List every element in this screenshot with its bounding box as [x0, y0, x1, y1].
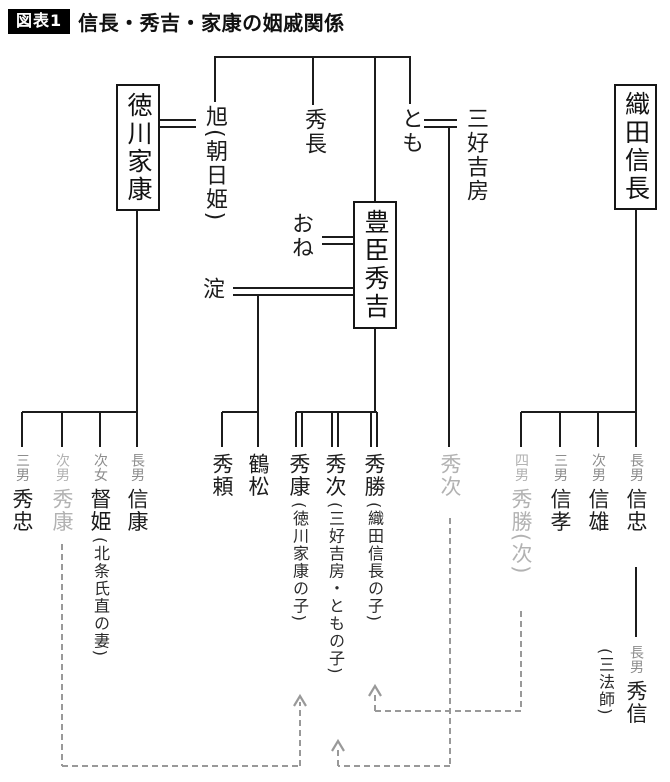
- adoption-path-hidekatsu: [373, 611, 523, 713]
- marriage-yodo-hideyoshi: [233, 286, 354, 297]
- label-asahi: 旭(朝日姫): [202, 105, 227, 223]
- box-tokugawa-ieyasu: 徳川家康: [116, 84, 160, 211]
- box-oda-nobunaga: 織田信長: [614, 84, 657, 210]
- person-name: 秀勝: [362, 453, 386, 498]
- person-note: (徳川家康の子): [290, 502, 309, 623]
- person-name: 督姫: [88, 488, 112, 533]
- person-note: (北条氏直の妻): [91, 537, 110, 658]
- person-name: 秀次: [323, 453, 347, 498]
- arrow-up-hideyasu: [293, 693, 307, 707]
- child-nobutada: 長男信忠: [623, 453, 649, 533]
- birth-order-label: 次男: [54, 453, 70, 482]
- person-name: 信孝: [548, 488, 572, 533]
- person-name: 秀勝(次): [509, 488, 533, 575]
- child-hideyasu-adopted: 秀康 (徳川家康の子): [286, 453, 312, 622]
- person-name: 秀康: [287, 453, 311, 498]
- child-hideyasu-birth: 次男秀康: [49, 453, 75, 533]
- person-note: (織田信長の子): [365, 502, 384, 623]
- birth-order-label: 四男: [513, 453, 529, 482]
- person-name: 織田信長: [621, 91, 651, 203]
- adoption-dashed-paths: [60, 518, 523, 768]
- solid-family-lines: [20, 55, 638, 637]
- person-name: 信康: [125, 488, 149, 533]
- child-nobuyasu: 長男信康: [124, 453, 150, 533]
- comb-tokugawa-children: [20, 410, 137, 447]
- marriage-tomo-miyoshi: [424, 118, 457, 129]
- marriage-one-hideyoshi: [322, 235, 354, 246]
- child-hidetsugu-birth: 秀次: [437, 453, 463, 498]
- label-yodo: 淀: [199, 277, 224, 301]
- child-tokuhime: 次女督姫 (北条氏直の妻): [87, 453, 113, 657]
- grandchild-hidenobu: 長男秀信: [623, 645, 649, 725]
- child-nobukatsu: 次男信雄: [585, 453, 611, 533]
- adoption-path-hidetsugu: [336, 518, 452, 768]
- person-name: 秀信: [624, 680, 648, 725]
- person-name: 秀忠: [10, 488, 34, 533]
- figure-label-badge: 図表1: [8, 9, 71, 34]
- label-hidenaga: 秀長: [301, 108, 326, 156]
- birth-order-label: 三男: [552, 453, 568, 482]
- comb-yodo-children: [220, 410, 258, 447]
- person-name: 秀次: [438, 453, 462, 498]
- person-name: 秀頼: [210, 453, 234, 498]
- child-hidetsugu-adopted: 秀次 (三好吉房・ともの子): [322, 453, 348, 675]
- marriage-ieyasu-asahi: [160, 118, 196, 129]
- figure-title: 信長・秀吉・家康の姻戚関係: [78, 11, 345, 35]
- person-name: 信忠: [624, 488, 648, 533]
- label-miyoshi-yoshifusa: 三好吉房: [463, 107, 488, 203]
- adoption-arrowheads: [293, 683, 382, 752]
- label-tomo: とも: [398, 107, 423, 155]
- person-note: (三法師): [596, 648, 615, 716]
- comb-oda-children: [519, 410, 636, 447]
- adoption-path-hideyasu: [60, 544, 302, 768]
- grandchild-hidenobu-note: (三法師): [592, 648, 618, 716]
- person-name: 鶴松: [246, 453, 270, 498]
- label-one: おね: [288, 212, 313, 260]
- box-toyotomi-hideyoshi: 豊臣秀吉: [353, 201, 397, 329]
- birth-order-label: 長男: [129, 453, 145, 482]
- birth-order-label: 次女: [92, 453, 108, 482]
- child-hidekatsu-birth: 四男秀勝(次): [508, 453, 534, 575]
- arrow-up-hidekatsu: [368, 683, 382, 697]
- child-nobutaka: 三男信孝: [547, 453, 573, 533]
- comb-adopted-children: [294, 410, 379, 447]
- child-hideyori: 秀頼: [209, 453, 235, 498]
- birth-order-label: 長男: [628, 453, 644, 482]
- person-name: 豊臣秀吉: [361, 209, 390, 321]
- person-note: (三好吉房・ともの子): [326, 502, 345, 675]
- birth-order-label: 長男: [628, 645, 644, 674]
- birth-order-label: 次男: [590, 453, 606, 482]
- figure-header: 図表1 信長・秀吉・家康の姻戚関係: [8, 7, 345, 36]
- child-hidekatsu-adopted: 秀勝 (織田信長の子): [361, 453, 387, 622]
- person-name: 秀康: [50, 488, 74, 533]
- child-hidetada: 三男秀忠: [9, 453, 35, 533]
- birth-order-label: 三男: [14, 453, 30, 482]
- person-name: 徳川家康: [124, 91, 153, 204]
- person-name: 信雄: [586, 488, 610, 533]
- arrow-up-hidetsugu: [331, 738, 345, 752]
- child-tsurumatsu: 鶴松: [245, 453, 271, 498]
